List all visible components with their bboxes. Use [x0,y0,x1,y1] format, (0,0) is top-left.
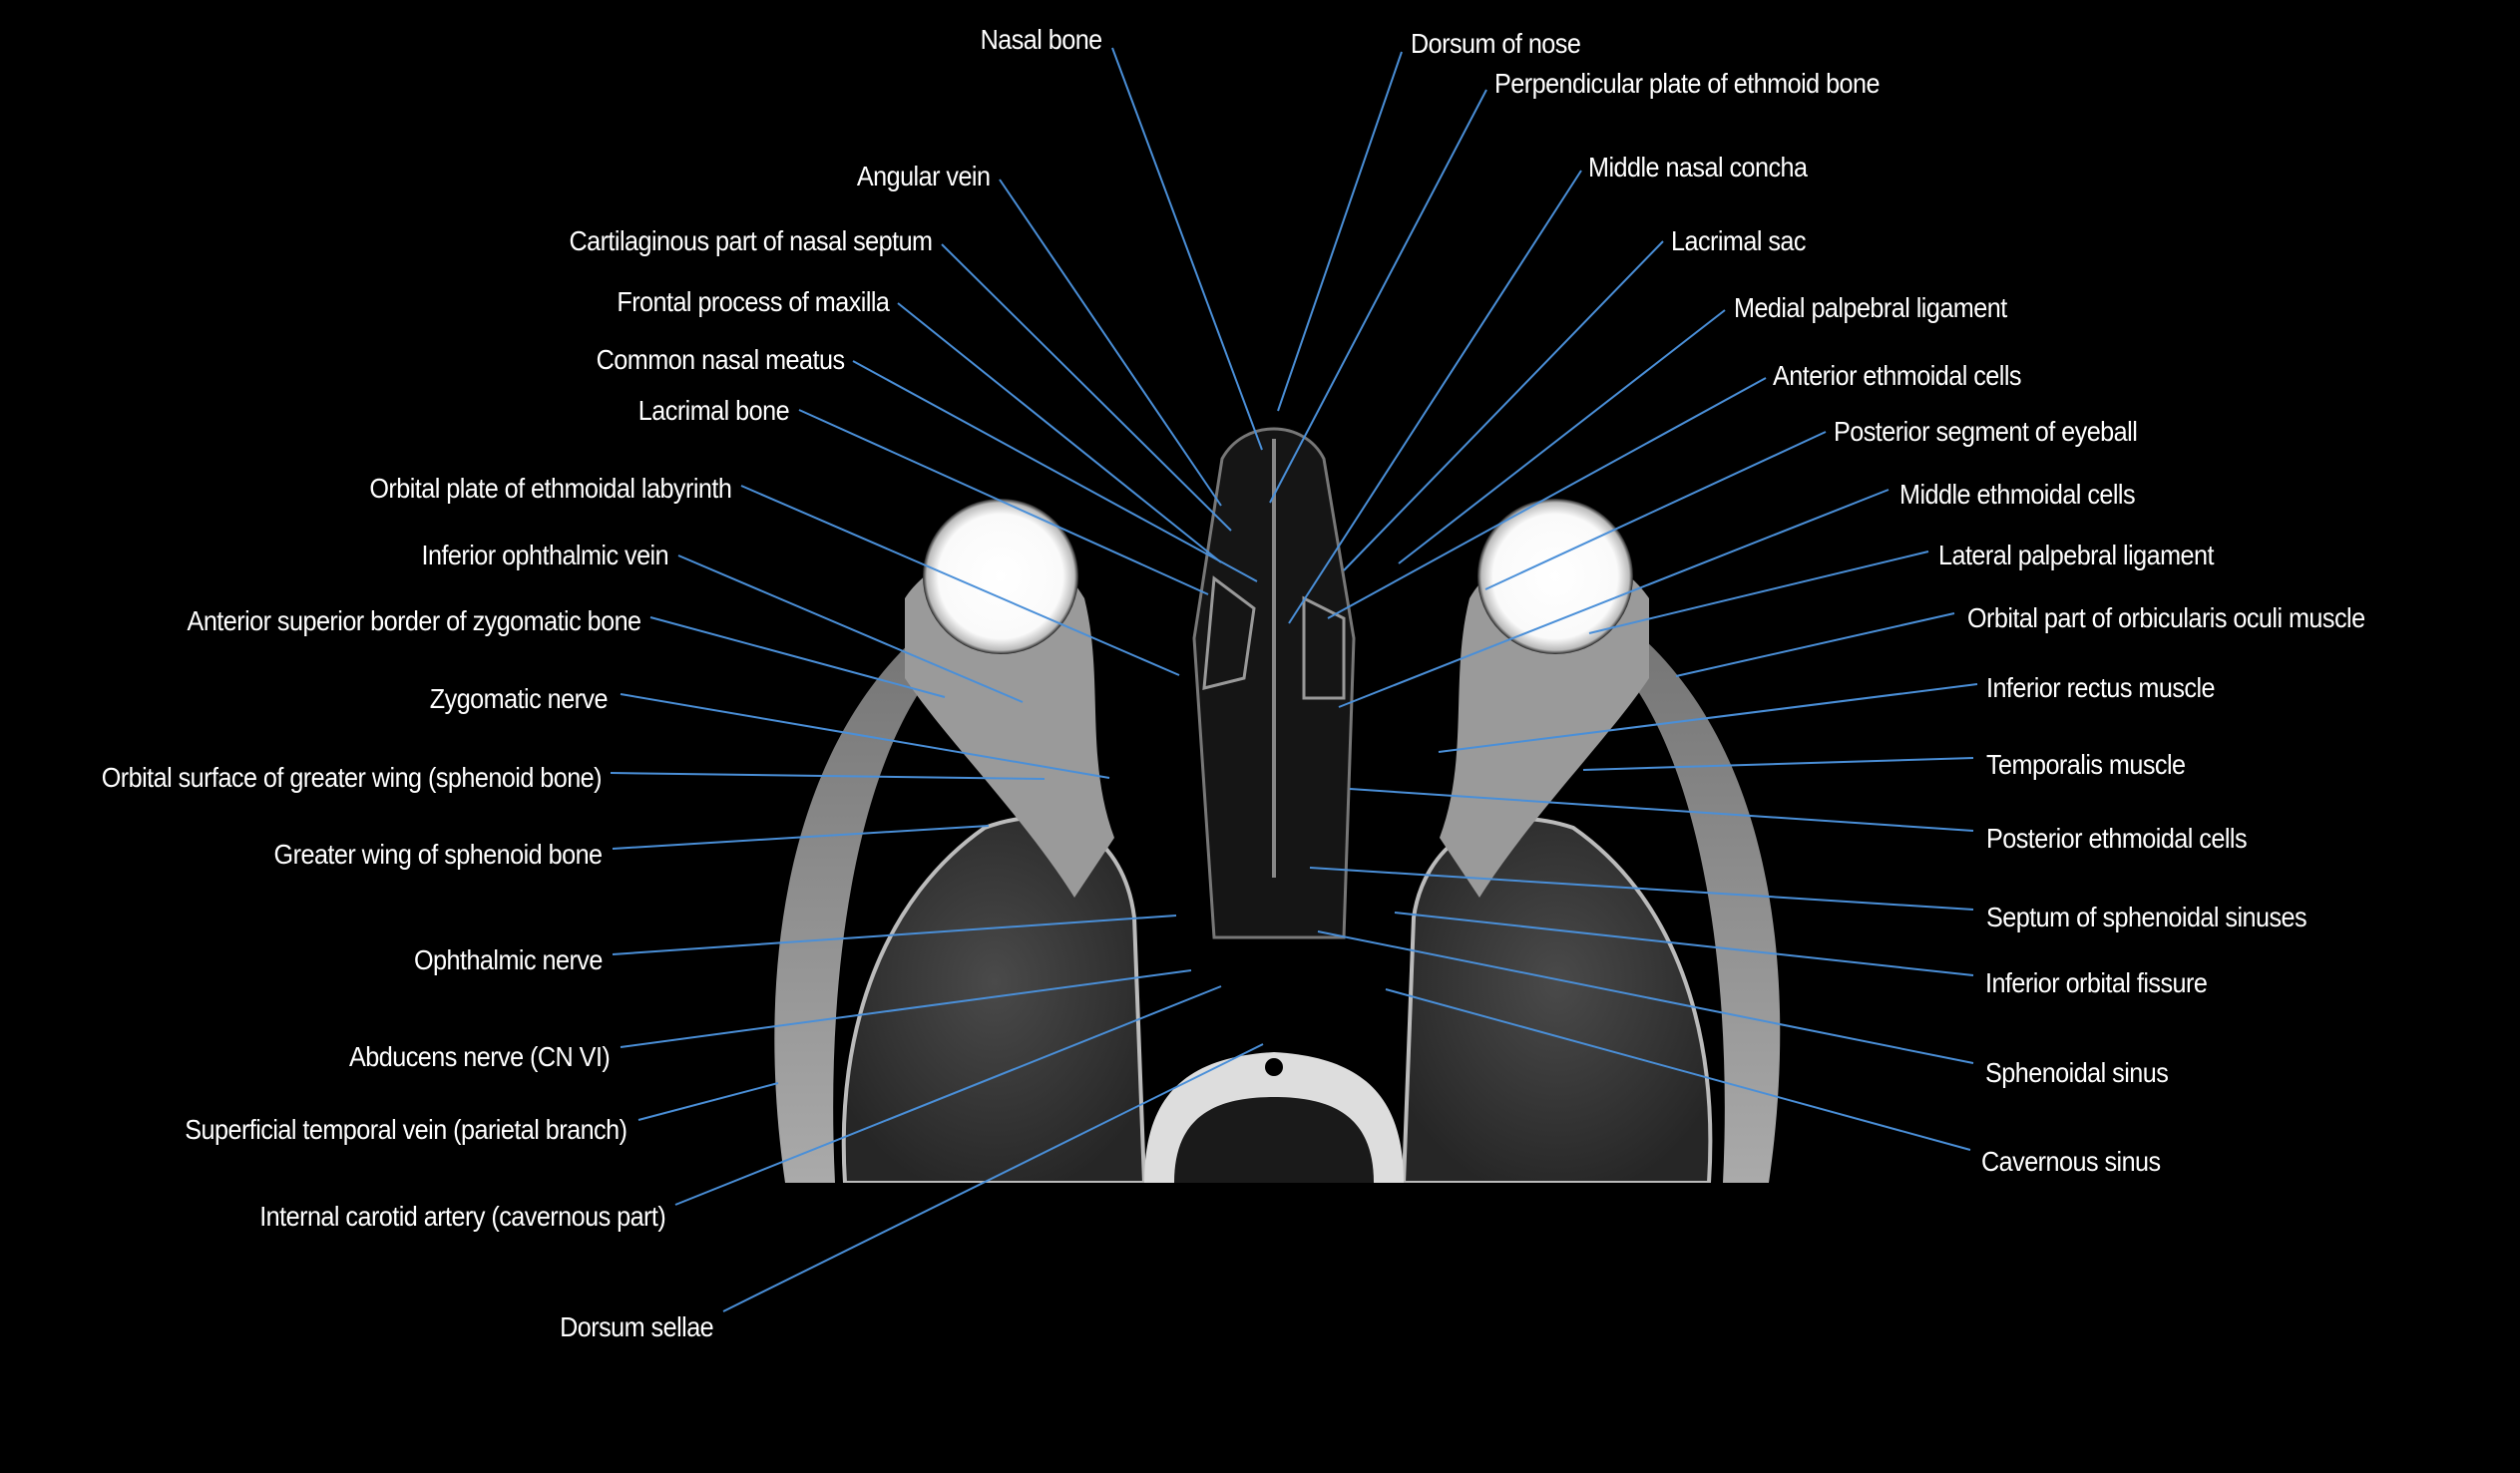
label-greater-wing-of-sphenoid-bone: Greater wing of sphenoid bone [274,839,604,870]
label-medial-palpebral-ligament: Medial palpebral ligament [1734,292,2007,323]
label-cavernous-sinus: Cavernous sinus [1981,1146,2161,1177]
label-temporalis-muscle: Temporalis muscle [1986,749,2186,780]
label-middle-nasal-concha: Middle nasal concha [1588,152,1808,183]
label-posterior-ethmoidal-cells: Posterior ethmoidal cells [1986,823,2248,854]
leader-line-dorsum-of-nose [1277,51,1403,412]
label-dorsum-sellae: Dorsum sellae [559,1311,714,1342]
label-inferior-orbital-fissure: Inferior orbital fissure [1985,967,2208,998]
label-angular-vein: Angular vein [856,161,990,191]
label-inferior-ophthalmic-vein: Inferior ophthalmic vein [421,540,668,570]
label-lacrimal-sac: Lacrimal sac [1671,225,1807,256]
label-internal-carotid-artery-cavernous-part: Internal carotid artery (cavernous part) [259,1201,666,1232]
label-ophthalmic-nerve: Ophthalmic nerve [414,944,603,975]
label-dorsum-of-nose: Dorsum of nose [1411,28,1581,59]
mri-scan-image [745,379,1809,1183]
label-anterior-ethmoidal-cells: Anterior ethmoidal cells [1773,360,2022,391]
label-zygomatic-nerve: Zygomatic nerve [429,683,609,714]
label-posterior-segment-of-eyeball: Posterior segment of eyeball [1834,416,2138,447]
label-cartilaginous-part-of-nasal-septum: Cartilaginous part of nasal septum [568,225,933,256]
label-perpendicular-plate-of-ethmoid-bone: Perpendicular plate of ethmoid bone [1494,68,1881,99]
label-sphenoidal-sinus: Sphenoidal sinus [1985,1057,2169,1088]
label-common-nasal-meatus: Common nasal meatus [597,344,845,375]
label-orbital-plate-of-ethmoidal-labyrinth: Orbital plate of ethmoidal labyrinth [369,473,732,504]
label-abducens-nerve-cn-vi: Abducens nerve (CN VI) [348,1041,611,1072]
label-anterior-superior-border-of-zygomatic-bone: Anterior superior border of zygomatic bo… [188,605,642,636]
label-nasal-bone: Nasal bone [980,24,1103,55]
label-superficial-temporal-vein-parietal-branch: Superficial temporal vein (parietal bran… [184,1114,628,1145]
label-lateral-palpebral-ligament: Lateral palpebral ligament [1938,540,2214,570]
label-frontal-process-of-maxilla: Frontal process of maxilla [616,286,890,317]
label-inferior-rectus-muscle: Inferior rectus muscle [1986,672,2216,703]
label-orbital-part-of-orbicularis-oculi-muscle: Orbital part of orbicularis oculi muscle [1967,602,2365,633]
label-septum-of-sphenoidal-sinuses: Septum of sphenoidal sinuses [1986,902,2308,932]
label-orbital-surface-of-greater-wing-sphenoid-bone: Orbital surface of greater wing (sphenoi… [101,762,603,793]
label-middle-ethmoidal-cells: Middle ethmoidal cells [1899,479,2136,510]
label-lacrimal-bone: Lacrimal bone [637,395,790,426]
